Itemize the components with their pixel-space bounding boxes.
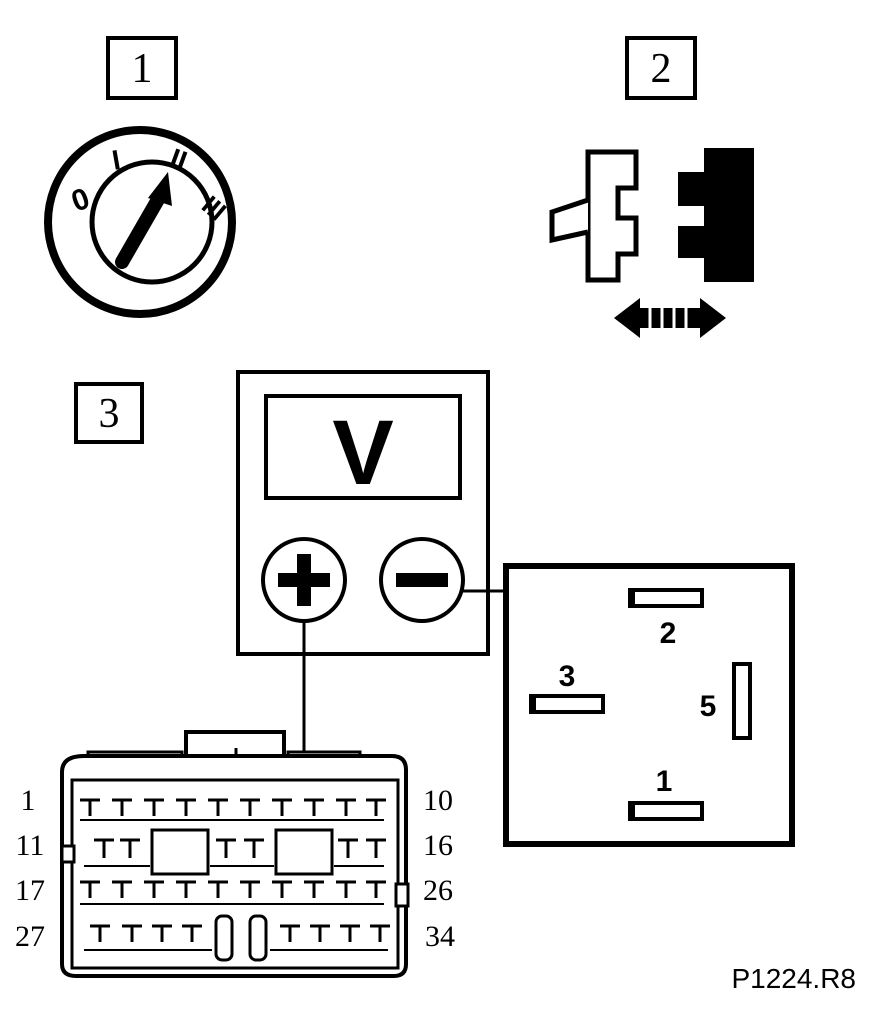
row-1-right-label: 10 [423, 784, 453, 817]
row-2-left-label: 11 [16, 829, 45, 862]
ignition-key-arrow-icon [115, 172, 172, 269]
step-3-label: 3 [74, 382, 144, 444]
relay-pin-2-label: 2 [660, 617, 677, 650]
voltmeter: V [236, 370, 490, 656]
step-1-number: 1 [132, 46, 153, 92]
relay-pin-3-label: 3 [559, 660, 576, 693]
minus-icon [396, 573, 448, 587]
relay-pin-1: 1 [628, 765, 704, 821]
reference-code: P1224.R8 [731, 963, 856, 994]
step-3-number: 3 [99, 391, 120, 437]
step-1-label: 1 [106, 36, 178, 100]
row-3-left-label: 17 [15, 874, 45, 907]
row-2-right-label: 16 [423, 829, 453, 862]
relay-pin-1-label: 1 [656, 765, 673, 798]
row-1-left-label: 1 [21, 784, 36, 817]
double-arrow-icon [614, 298, 726, 338]
relay-pin-2: 2 [628, 588, 704, 650]
step-2-number: 2 [651, 46, 672, 92]
relay: 2 3 5 1 [503, 563, 795, 847]
connector-disconnect-icon [549, 148, 754, 338]
relay-pin-5: 5 [700, 662, 752, 740]
step-2-label: 2 [625, 36, 697, 100]
row-3-right-label: 26 [423, 874, 453, 907]
negative-terminal [379, 537, 465, 623]
row-4-right-label: 34 [425, 920, 455, 953]
relay-pin-5-label: 5 [700, 690, 717, 723]
connector-34-way: 1 10 11 16 17 26 27 34 [15, 730, 455, 978]
row-4-left-label: 27 [15, 920, 45, 953]
connector-pins [80, 798, 390, 951]
positive-terminal [261, 537, 347, 623]
voltmeter-unit: V [332, 402, 393, 504]
ignition-switch: 0 I II III [44, 126, 236, 318]
relay-pin-3: 3 [529, 660, 605, 714]
